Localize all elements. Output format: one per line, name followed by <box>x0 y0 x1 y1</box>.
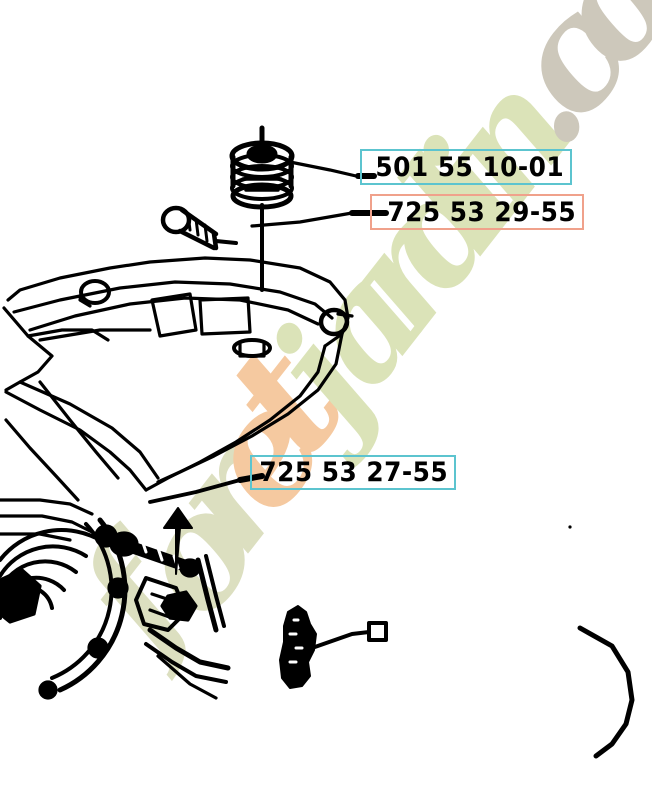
detail-part <box>279 605 317 689</box>
leader-line-1 <box>288 160 358 178</box>
part-number-text: 501 55 10-01 <box>375 151 564 183</box>
part-label-725-53-29-55[interactable]: 725 53 29-55 <box>370 194 584 230</box>
part-label-501-55-10-01[interactable]: 501 55 10-01 <box>360 149 572 185</box>
chassis-frame <box>2 256 354 502</box>
part-label-725-53-27-55[interactable]: 725 53 27-55 <box>250 455 456 490</box>
leader-line-3 <box>148 478 242 504</box>
detail-reference-callout <box>310 621 388 650</box>
mounting-bolt <box>160 205 238 251</box>
linkage-arm <box>109 507 231 700</box>
part-number-text: 725 53 27-55 <box>259 457 448 488</box>
bottom-right-contour <box>577 625 635 759</box>
leader-line-2 <box>250 211 354 228</box>
stray-dot <box>568 525 572 529</box>
part-number-text: 725 53 29-55 <box>387 196 576 228</box>
spring-isolator-mount <box>229 125 295 292</box>
